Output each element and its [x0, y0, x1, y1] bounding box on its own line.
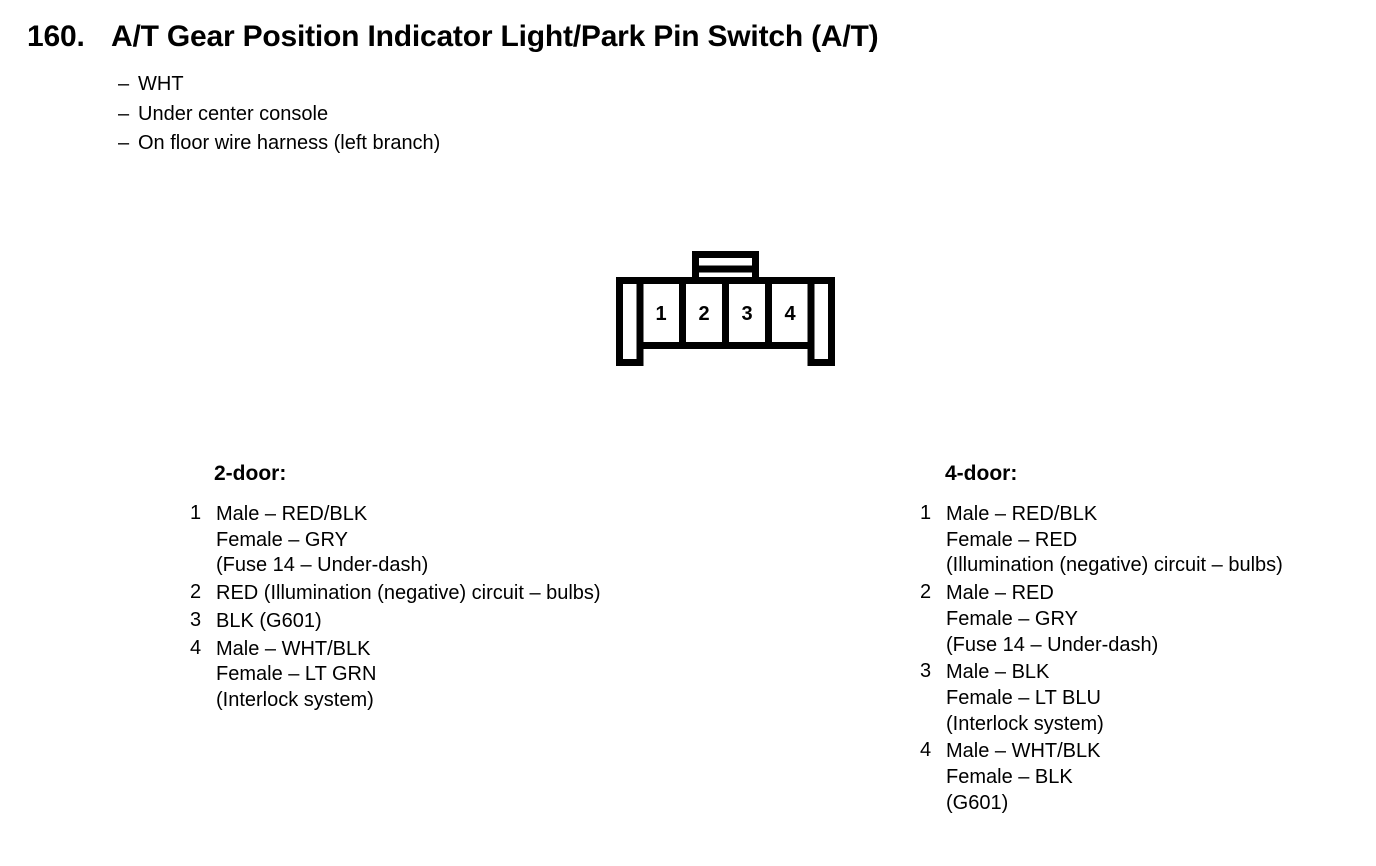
pin-entry-line: Male – RED/BLK [946, 503, 1098, 525]
pin-entry: 4 Male – WHT/BLK Female – BLK (G601) [920, 739, 1370, 816]
description-text: WHT [138, 73, 184, 95]
pin-entry-number: 4 [920, 739, 932, 762]
description-item: –On floor wire harness (left branch) [118, 129, 440, 159]
pin-entry-line: (G601) [946, 791, 1009, 814]
pin-entry-line: (Fuse 14 – Under-dash) [946, 633, 1159, 656]
pin-entry-line: Male – RED/BLK [216, 503, 368, 525]
pin-entry-number: 2 [190, 581, 202, 604]
pin-entry: 1 Male – RED/BLK Female – GRY (Fuse 14 –… [190, 502, 730, 579]
pin-entry-number: 1 [190, 502, 202, 524]
column-heading-2-door: 2-door: [214, 462, 287, 485]
pin-entry: 4 Male – WHT/BLK Female – LT GRN (Interl… [190, 637, 730, 714]
pin-list-4-door: 4-door: 1 Male – RED/BLK Female – RED (I… [920, 462, 1370, 818]
pin-entry-line: Female – LT GRN [216, 663, 377, 686]
pin-entry-line: Male – BLK [946, 661, 1050, 684]
pin-label-2: 2 [698, 303, 709, 325]
pin-entry-number: 3 [920, 660, 932, 683]
pin-entry: 2 RED (Illumination (negative) circuit –… [190, 581, 730, 607]
pin-entry-line: (Interlock system) [216, 688, 374, 711]
left-flange [616, 277, 644, 366]
pin-entry: 1 Male – RED/BLK Female – RED (Illuminat… [920, 502, 1370, 579]
pin-entry: 2 Male – RED Female – GRY (Fuse 14 – Und… [920, 581, 1370, 658]
pin-entry-number: 2 [920, 581, 932, 604]
pin-entry-number: 3 [190, 608, 202, 631]
pin-entry-number: 4 [190, 636, 202, 659]
page-title: 160. A/T Gear Position Indicator Light/Pa… [27, 20, 879, 54]
pin-entry-line: Male – RED [946, 582, 1054, 605]
connector-svg: 1 2 3 4 [616, 251, 835, 366]
pin-entry-line: Male – WHT/BLK [216, 637, 371, 660]
pin-label-1: 1 [655, 303, 666, 325]
connector-description-list: –WHT –Under center console –On floor wir… [118, 70, 440, 159]
pin-entry-line: BLK (G601) [216, 609, 322, 632]
connector-diagram: 1 2 3 4 [612, 250, 840, 370]
pin-entry-line: Female – GRY [946, 607, 1078, 630]
section-number: 160. [27, 20, 85, 53]
pin-entry-line: RED (Illumination (negative) circuit – b… [216, 582, 601, 605]
bullet-dash-icon: – [118, 102, 130, 125]
section-title: A/T Gear Position Indicator Light/Park P… [111, 20, 879, 53]
pin-entry: 3 BLK (G601) [190, 609, 730, 635]
pin-entry-line: Male – WHT/BLK [946, 740, 1101, 763]
column-heading-4-door: 4-door: [945, 462, 1018, 485]
pin-entry-line: Female – LT BLU [946, 686, 1101, 709]
bullet-dash-icon: – [118, 73, 130, 95]
pin-label-3: 3 [741, 303, 752, 325]
description-item: –Under center console [118, 100, 440, 130]
bullet-dash-icon: – [118, 132, 130, 154]
description-text: Under center console [138, 102, 329, 125]
description-item: –WHT [118, 70, 440, 100]
right-flange [807, 277, 835, 366]
pin-label-4: 4 [784, 303, 796, 325]
pin-entry-line: Female – GRY [216, 528, 348, 551]
pin-entry-line: (Fuse 14 – Under-dash) [216, 554, 429, 577]
pin-entry-line: (Interlock system) [946, 712, 1104, 735]
pin-list-2-door: 2-door: 1 Male – RED/BLK Female – GRY (F… [190, 462, 730, 716]
pin-entry-line: Female – BLK [946, 766, 1073, 789]
pin-entry-line: Female – RED [946, 528, 1078, 551]
pin-entry-number: 1 [920, 502, 932, 524]
pin-entry-line: (Illumination (negative) circuit – bulbs… [946, 554, 1283, 577]
pin-entry: 3 Male – BLK Female – LT BLU (Interlock … [920, 660, 1370, 737]
description-text: On floor wire harness (left branch) [138, 132, 441, 154]
